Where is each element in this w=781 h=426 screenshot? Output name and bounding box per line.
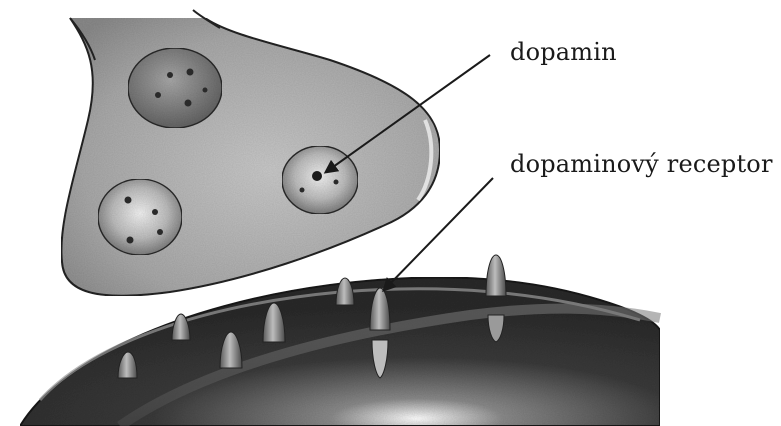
synaptic-vesicle-left <box>98 179 182 255</box>
presynaptic-terminal <box>61 10 440 296</box>
dopamine-receptor-label: dopaminový receptor <box>510 150 773 178</box>
dopamine-molecule <box>312 171 322 181</box>
synaptic-vesicle-top <box>128 48 222 128</box>
dopamine-label: dopamin <box>510 38 617 66</box>
